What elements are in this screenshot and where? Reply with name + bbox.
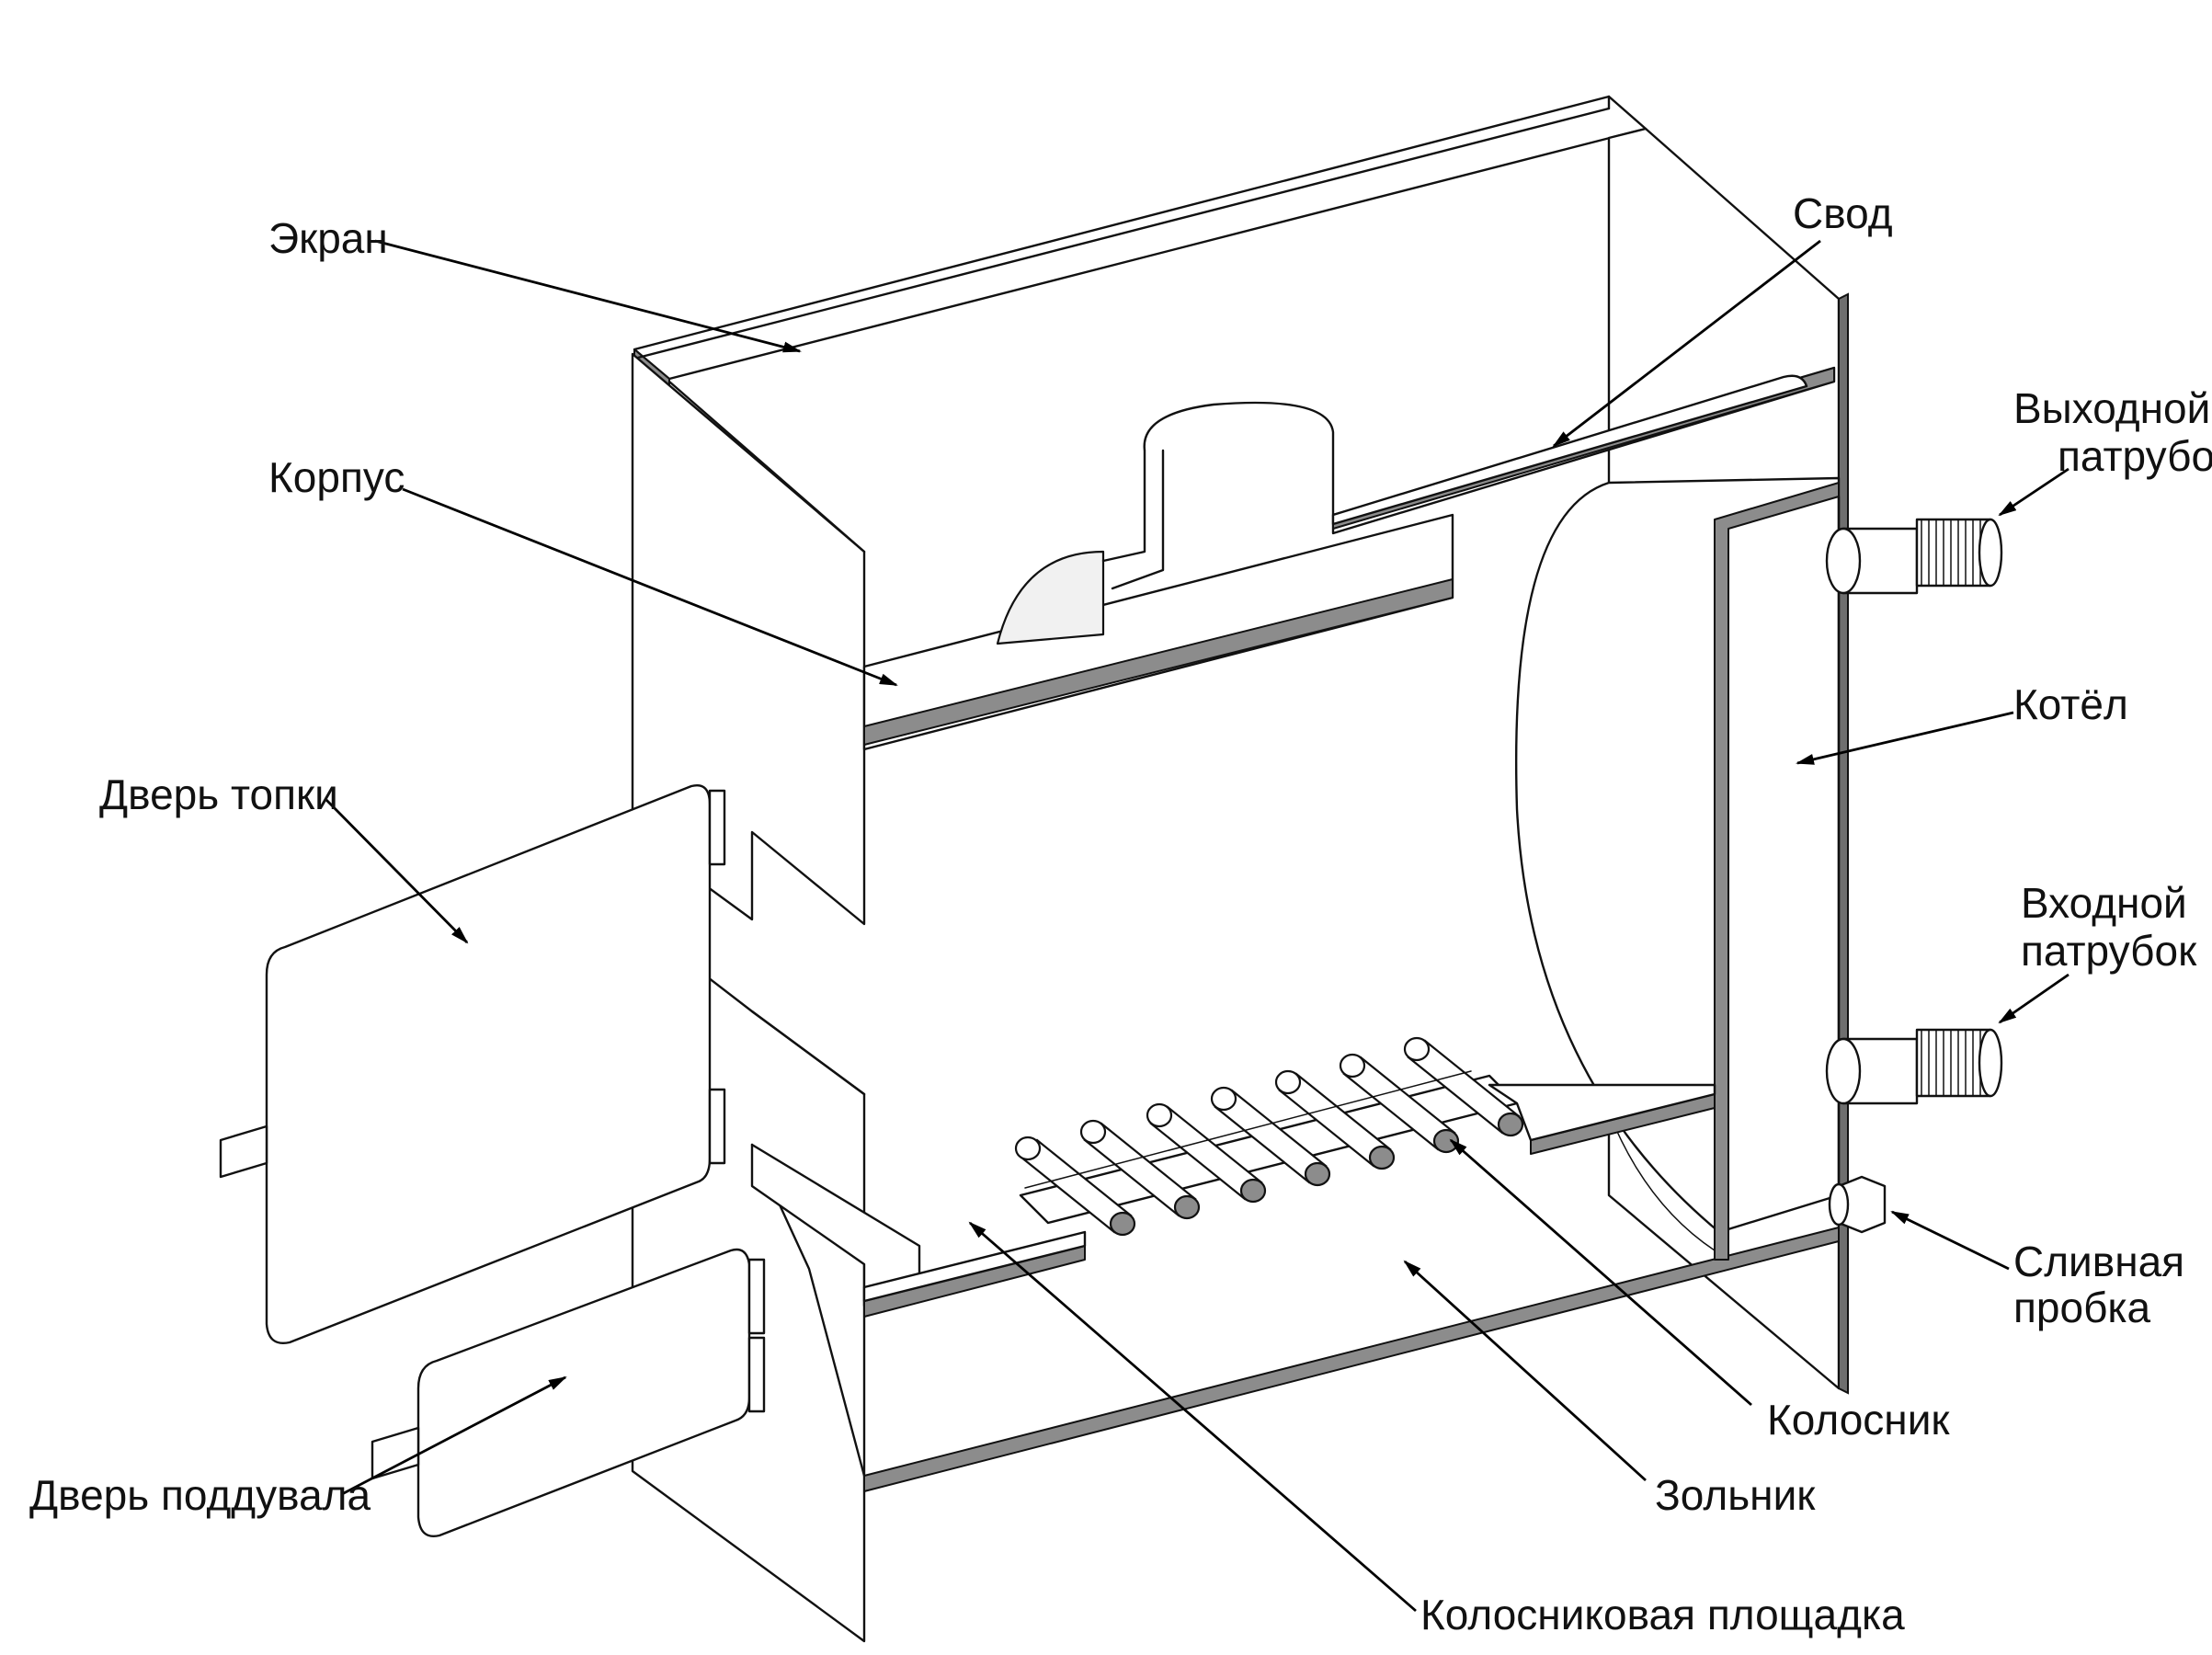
grate-bar — [1146, 1102, 1267, 1204]
label-svod: Свод — [1793, 189, 1893, 237]
label-slivnaya-1: Сливная — [2013, 1238, 2184, 1285]
leader-zolnik — [1403, 1260, 1647, 1482]
label-slivnaya-2: пробка — [2013, 1284, 2151, 1331]
inlet-pipe — [1825, 1028, 2003, 1105]
leader-slivnaya — [1890, 1210, 2010, 1271]
outlet-thread — [1915, 518, 2003, 588]
leader-korpus — [402, 487, 898, 687]
vault-part — [862, 366, 1836, 751]
leader-kolosnik — [1449, 1138, 1752, 1407]
outlet-pipe — [1825, 518, 2003, 595]
ashpit-door — [371, 1248, 766, 1537]
label-ekran: Экран — [268, 214, 388, 262]
labels: Экран Свод Корпус Выходной патрубок Котё… — [29, 189, 2212, 1638]
screen-part — [633, 95, 1648, 387]
leader-ekran — [374, 239, 802, 353]
leader-vkhodnoy — [1998, 973, 2069, 1024]
leader-svod — [1552, 239, 1821, 448]
label-dver-topki: Дверь топки — [99, 770, 338, 818]
grate-bar — [1274, 1069, 1396, 1170]
grate-bar — [1339, 1053, 1460, 1154]
drain-plug — [1828, 1175, 1887, 1234]
grate-bars — [1014, 1036, 1524, 1237]
leader-dver-podduvala — [341, 1375, 567, 1496]
label-vkhodnoy-2: патрубок — [2021, 927, 2197, 975]
label-zolnik: Зольник — [1655, 1471, 1816, 1519]
label-vykhodnoy-2: патрубок — [2058, 432, 2212, 480]
grate-bar — [1014, 1136, 1136, 1237]
leader-dver-topki — [325, 799, 469, 944]
label-vkhodnoy-1: Входной — [2021, 879, 2187, 927]
label-kotel: Котёл — [2013, 680, 2128, 728]
label-kolosnik: Колосник — [1767, 1396, 1950, 1444]
boiler-part — [1514, 476, 1841, 1261]
label-korpus: Корпус — [268, 453, 405, 501]
inlet-thread — [1915, 1028, 2003, 1098]
grate-bar — [1403, 1036, 1524, 1137]
label-kolosnikovaya-ploshchadka: Колосниковая площадка — [1420, 1591, 1905, 1638]
leader-kolosnikovaya — [968, 1221, 1417, 1613]
leader-kotel — [1796, 711, 2014, 765]
label-dver-podduvala: Дверь поддувала — [29, 1471, 371, 1519]
label-vykhodnoy-1: Выходной — [2013, 384, 2210, 432]
leader-lines — [325, 239, 2069, 1613]
leader-vykhodnoy — [1998, 467, 2069, 517]
grate-bar — [1079, 1119, 1201, 1220]
grate-bar — [1210, 1086, 1331, 1187]
firebox-door — [219, 784, 726, 1344]
